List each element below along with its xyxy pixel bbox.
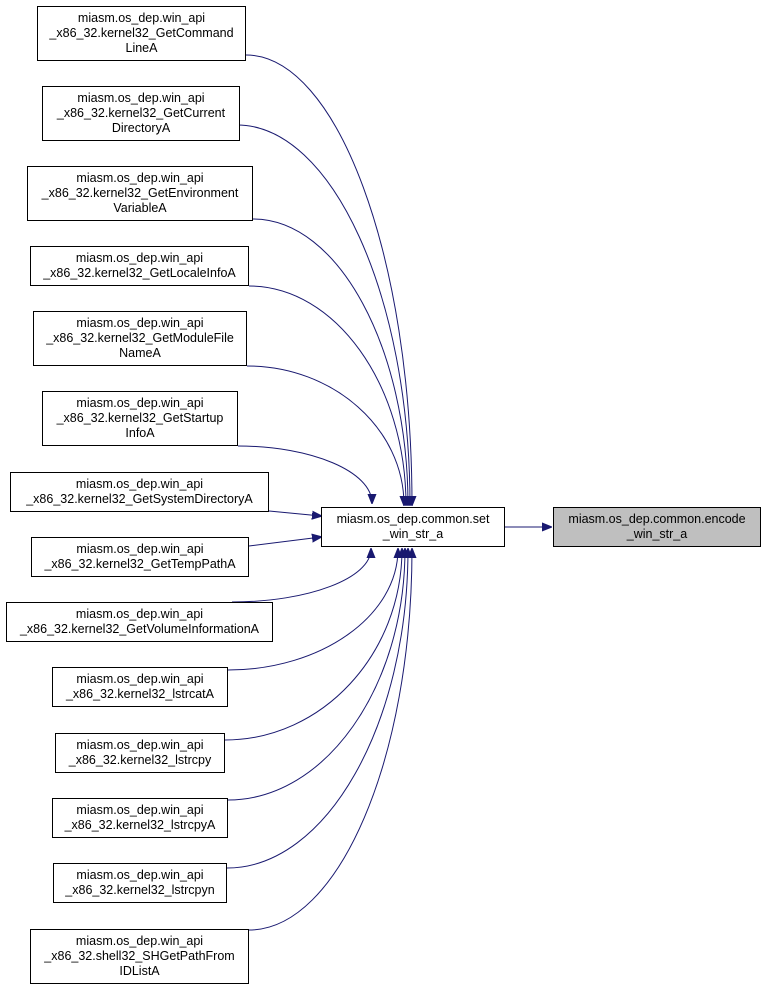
node-label-line: miasm.os_dep.common.encode — [568, 512, 746, 526]
node-label-line: miasm.os_dep.win_api — [75, 251, 204, 265]
edge-caller-to-center — [227, 549, 405, 801]
node-label-line: miasm.os_dep.win_api — [76, 868, 204, 882]
node-label-line: DirectoryA — [111, 121, 171, 135]
node-label-line: miasm.os_dep.win_api — [76, 316, 204, 330]
caller-node[interactable]: miasm.os_dep.win_api_x86_32.kernel32_Get… — [31, 537, 249, 577]
edge-caller-to-center — [268, 511, 321, 516]
edge-caller-to-center — [227, 549, 398, 671]
edge-caller-to-center — [248, 549, 412, 931]
node-label-line: miasm.os_dep.win_api — [76, 396, 204, 410]
node-label-line: _x86_32.kernel32_GetModuleFile — [46, 331, 234, 345]
edge-caller-to-center — [237, 445, 372, 503]
caller-node[interactable]: miasm.os_dep.win_api_x86_32.kernel32_Get… — [42, 391, 238, 446]
caller-node[interactable]: miasm.os_dep.win_api_x86_32.kernel32_lst… — [53, 863, 227, 903]
node-label-line: miasm.os_dep.common.set — [336, 512, 490, 526]
node-label-line: _win_str_a — [382, 527, 444, 541]
node-label-line: _x86_32.kernel32_GetVolumeInformationA — [19, 622, 260, 636]
caller-node[interactable]: miasm.os_dep.win_api_x86_32.kernel32_lst… — [52, 667, 228, 707]
caller-node[interactable]: miasm.os_dep.win_api_x86_32.kernel32_Get… — [6, 602, 273, 642]
caller-node[interactable]: miasm.os_dep.win_api_x86_32.kernel32_Get… — [30, 246, 249, 286]
node-label-line: InfoA — [125, 426, 155, 440]
node-label-line: miasm.os_dep.win_api — [76, 672, 204, 686]
node-label-line: _x86_32.kernel32_GetLocaleInfoA — [43, 266, 236, 280]
node-label-line: _x86_32.kernel32_GetStartup — [56, 411, 224, 425]
node-label-line: NameA — [119, 346, 161, 360]
edge-caller-to-center — [224, 549, 402, 741]
caller-node[interactable]: miasm.os_dep.win_api_x86_32.kernel32_lst… — [55, 733, 225, 773]
node-label-line: _x86_32.kernel32_GetCommand — [49, 26, 234, 40]
node-label-line: _x86_32.kernel32_GetSystemDirectoryA — [26, 492, 253, 506]
edge-caller-to-center — [246, 365, 404, 505]
edge-caller-to-center — [252, 218, 408, 505]
caller-node[interactable]: miasm.os_dep.win_api_x86_32.kernel32_Get… — [27, 166, 253, 221]
node-label-line: miasm.os_dep.win_api — [76, 542, 204, 556]
edge-caller-to-center — [226, 549, 408, 869]
node-label-line: miasm.os_dep.win_api — [77, 91, 205, 105]
node-label-line: miasm.os_dep.win_api — [76, 803, 204, 817]
edge-caller-to-center — [231, 549, 371, 603]
node-label-line: _x86_32.kernel32_GetCurrent — [56, 106, 226, 120]
caller-node[interactable]: miasm.os_dep.win_api_x86_32.kernel32_Get… — [33, 311, 247, 366]
node-label-line: miasm.os_dep.win_api — [76, 738, 204, 752]
edge-caller-to-center — [236, 124, 410, 505]
node-label-line: _x86_32.kernel32_lstrcpyn — [65, 883, 215, 897]
edge-caller-to-center — [248, 537, 321, 547]
node-label-line: _x86_32.kernel32_lstrcatA — [65, 687, 214, 701]
caller-node[interactable]: miasm.os_dep.win_api_x86_32.kernel32_Get… — [42, 86, 240, 141]
node-label-line: IDListA — [119, 964, 160, 978]
node-label-line: _win_str_a — [626, 527, 688, 541]
node-label-line: miasm.os_dep.win_api — [76, 171, 204, 185]
node-label-line: miasm.os_dep.win_api — [75, 477, 204, 491]
caller-node[interactable]: miasm.os_dep.win_api_x86_32.kernel32_Get… — [10, 472, 269, 512]
node-label-line: _x86_32.kernel32_GetEnvironment — [41, 186, 239, 200]
node-label-line: miasm.os_dep.win_api — [75, 934, 204, 948]
node-label-line: _x86_32.kernel32_GetTempPathA — [44, 557, 236, 571]
edge-caller-to-center — [248, 285, 406, 505]
edge-caller-to-center — [245, 54, 412, 505]
caller-node[interactable]: miasm.os_dep.win_api_x86_32.kernel32_lst… — [52, 798, 228, 838]
node-label-line: VariableA — [113, 201, 167, 215]
node-label-line: _x86_32.shell32_SHGetPathFrom — [44, 949, 235, 963]
target-node-encode-win-str-a: miasm.os_dep.common.encode_win_str_a — [553, 507, 761, 547]
center-node-set-win-str-a[interactable]: miasm.os_dep.common.set_win_str_a — [321, 507, 505, 547]
caller-node[interactable]: miasm.os_dep.win_api_x86_32.shell32_SHGe… — [30, 929, 249, 984]
caller-node[interactable]: miasm.os_dep.win_api_x86_32.kernel32_Get… — [37, 6, 246, 61]
node-label-line: LineA — [125, 41, 158, 55]
node-label-line: miasm.os_dep.win_api — [77, 11, 206, 25]
node-label-line: _x86_32.kernel32_lstrcpyA — [64, 818, 216, 832]
node-label-line: _x86_32.kernel32_lstrcpy — [68, 753, 212, 767]
node-label-line: miasm.os_dep.win_api — [75, 607, 204, 621]
